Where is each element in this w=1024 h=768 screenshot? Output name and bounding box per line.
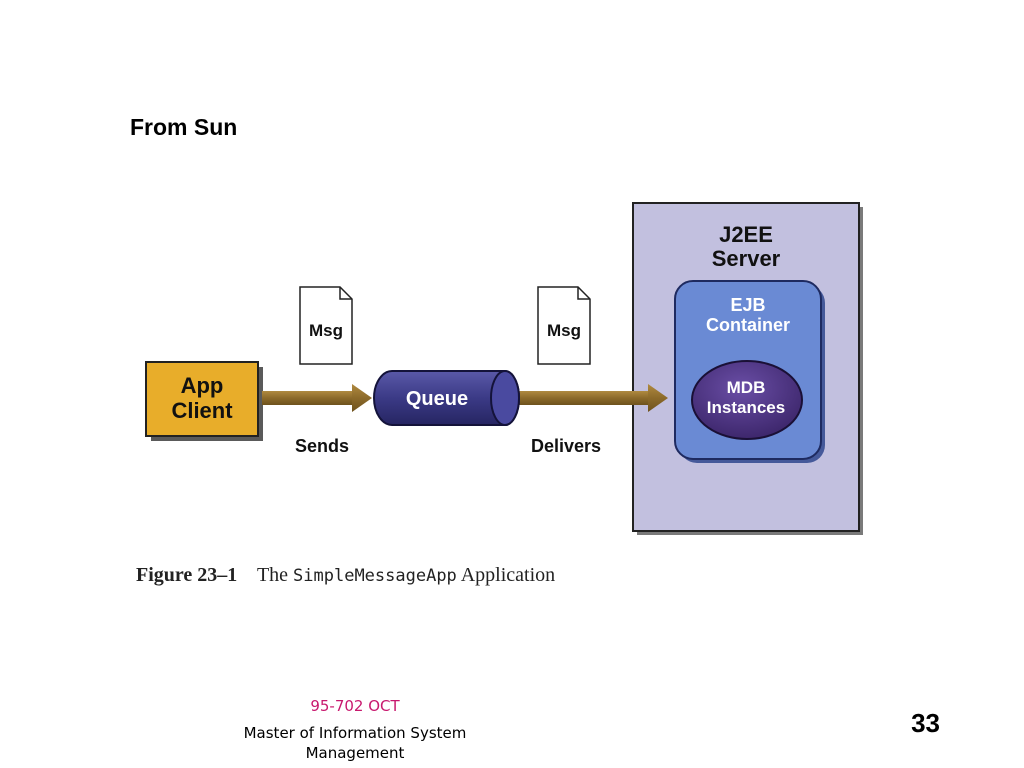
caption-prefix: The bbox=[256, 564, 289, 586]
footer-course-code: 95-702 OCT bbox=[310, 697, 400, 715]
app-client-label-line1: App bbox=[181, 373, 224, 398]
queue-cylinder: Queue bbox=[373, 370, 520, 426]
msg-document-icon-1: Msg bbox=[299, 286, 353, 365]
mdb-label-line1: MDB bbox=[727, 378, 766, 397]
delivers-arrow bbox=[508, 384, 668, 412]
slide-title: From Sun bbox=[130, 114, 238, 140]
delivers-label: Delivers bbox=[531, 436, 601, 456]
container-label-line2: Container bbox=[706, 315, 790, 335]
mdb-instances-ellipse: MDB Instances bbox=[691, 360, 803, 440]
caption-code: SimpleMessageApp bbox=[293, 566, 457, 586]
sends-arrow bbox=[262, 384, 372, 412]
container-label-line1: EJB bbox=[730, 295, 765, 315]
server-label-line2: Server bbox=[712, 246, 781, 271]
figure-number: Figure 23–1 bbox=[136, 564, 238, 586]
msg-document-icon-2: Msg bbox=[537, 286, 591, 365]
msg-label-2: Msg bbox=[547, 321, 581, 340]
queue-label: Queue bbox=[406, 388, 468, 410]
footer-organization: Master of Information System Management bbox=[243, 724, 467, 762]
app-client-label-line2: Client bbox=[171, 398, 233, 423]
figure-caption: Figure 23–1 The SimpleMessageApp Applica… bbox=[136, 564, 555, 587]
sends-label: Sends bbox=[295, 436, 349, 456]
page-number: 33 bbox=[911, 708, 940, 738]
server-label-line1: J2EE bbox=[719, 222, 773, 247]
caption-suffix: Application bbox=[460, 564, 556, 586]
app-client-box: App Client bbox=[145, 361, 263, 441]
mdb-label-line2: Instances bbox=[707, 398, 785, 417]
msg-label-1: Msg bbox=[309, 321, 343, 340]
